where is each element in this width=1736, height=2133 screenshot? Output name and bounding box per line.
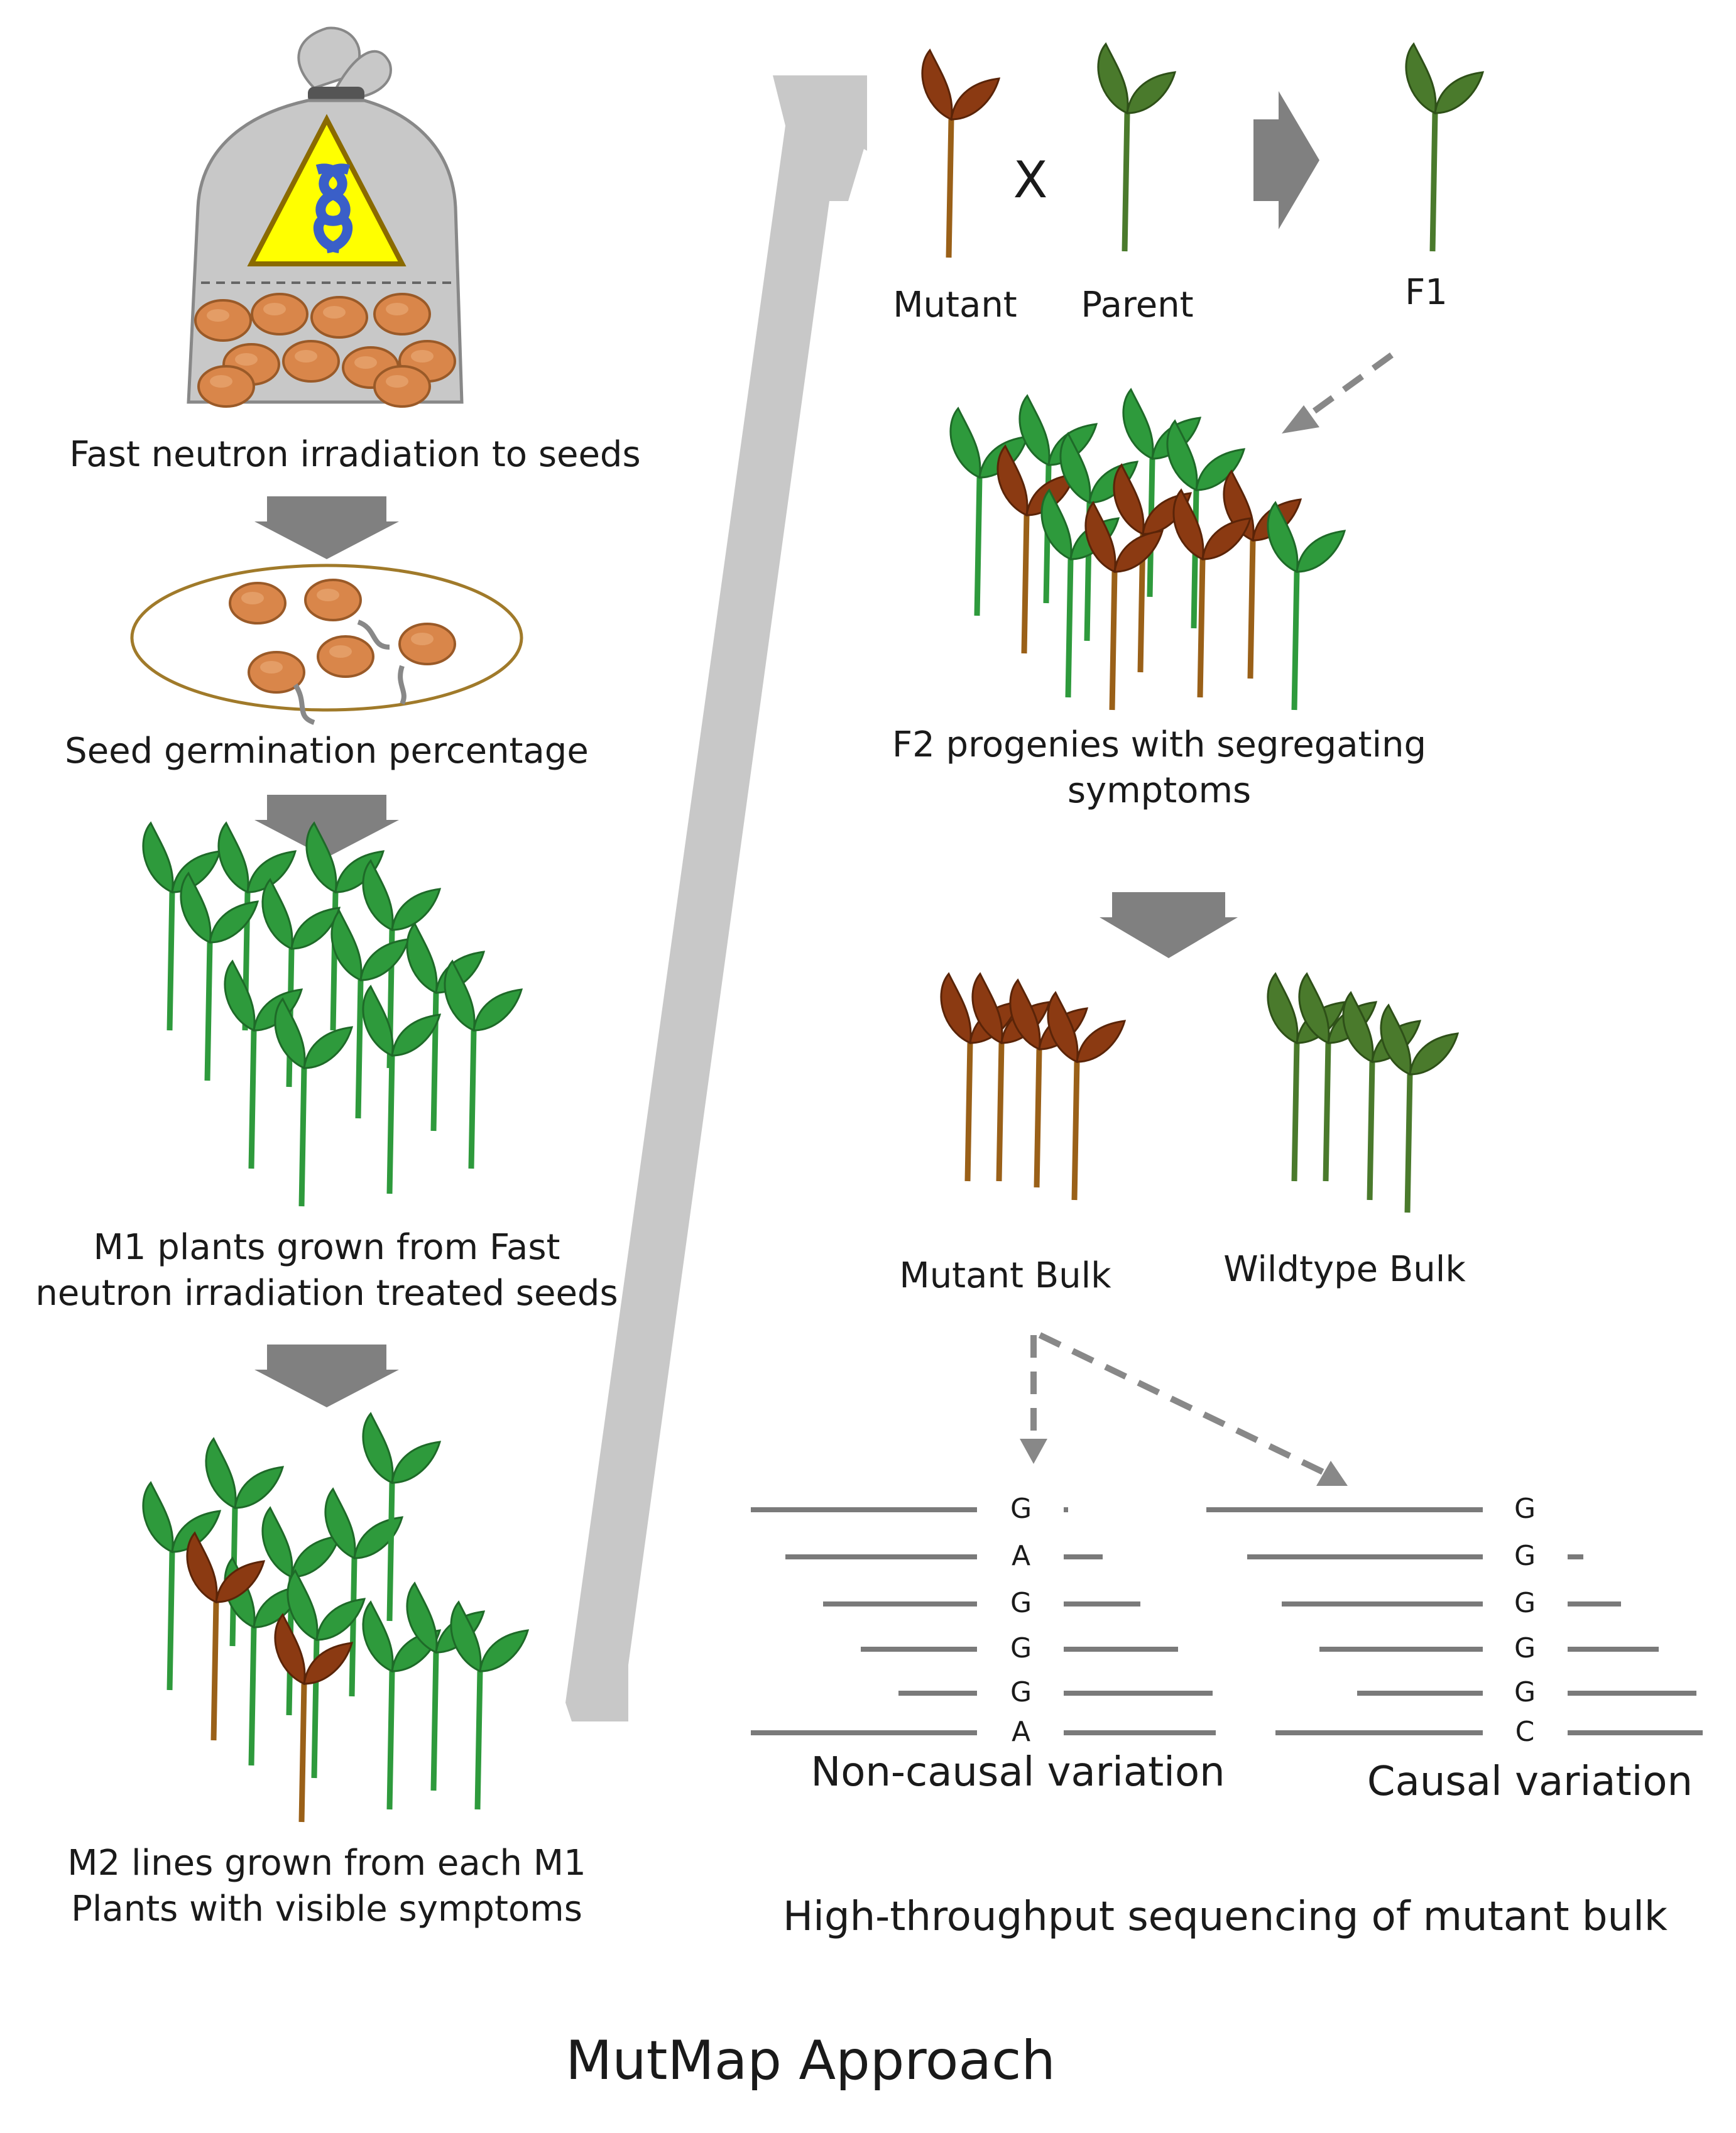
figure-title: MutMap Approach [565,2029,1056,2092]
down-arrow-2 [254,795,399,858]
wildtype-bulk-label: Wildtype Bulk [1223,1249,1466,1290]
sequencing-caption: High-throughput sequencing of mutant bul… [783,1894,1668,1940]
germination-dish-icon [130,564,523,725]
m2-lines-icon [143,1414,528,1822]
causal-base-4: G [1514,1632,1536,1664]
causal-base-2: G [1514,1540,1536,1572]
reads-causal [1206,1507,1703,1735]
step4-line1: M2 lines grown from each M1 [67,1843,586,1884]
parent-label: Parent [1081,285,1194,325]
mutant-bulk-icon [941,974,1125,1200]
f2-label: F2 progenies with segregating symptoms [817,723,1502,814]
step3-label: M1 plants grown from Fast neutron irradi… [0,1225,653,1317]
down-arrow-1 [254,496,399,559]
noncausal-base-2: A [1011,1540,1031,1572]
right-arrow [1253,91,1319,229]
f2-line2: symptoms [1067,770,1252,811]
noncausal-base-1: G [1010,1493,1032,1525]
mutant-label: Mutant [893,285,1017,325]
f2-progeny-icon [951,390,1345,710]
step3-line2: neutron irradiation treated seeds [35,1272,618,1314]
causal-base-1: G [1514,1493,1536,1525]
seed-bag-icon [187,26,464,408]
step1-label: Fast neutron irradiation to seeds [13,432,697,478]
m1-plants-icon [143,823,521,1206]
down-arrow-4 [1100,892,1238,958]
mutant-plant-icon [922,50,999,258]
step4-line2: Plants with visible symptoms [71,1888,582,1929]
noncausal-caption: Non-causal variation [811,1749,1225,1796]
step1-line1: Fast neutron irradiation to seeds [69,434,641,475]
noncausal-base-6: A [1011,1716,1031,1748]
mutant-bulk-label: Mutant Bulk [899,1255,1111,1296]
noncausal-base-4: G [1010,1632,1032,1664]
dashed-arrows-to-reads [1020,1332,1348,1486]
down-arrow-3 [254,1345,399,1407]
f1-plant-icon [1406,44,1483,251]
noncausal-base-5: G [1010,1676,1032,1708]
step4-label: M2 lines grown from each M1 Plants with … [0,1841,653,1933]
reads-noncausal [751,1507,1216,1735]
flow-arrow [565,75,867,1721]
noncausal-base-3: G [1010,1587,1032,1619]
causal-base-6: C [1515,1716,1535,1748]
causal-base-5: G [1514,1676,1536,1708]
step2-line1: Seed germination percentage [65,731,589,772]
causal-base-3: G [1514,1587,1536,1619]
dashed-arrow-f1-f2 [1282,352,1394,434]
f2-line1: F2 progenies with segregating [892,724,1427,765]
wildtype-bulk-icon [1268,974,1458,1213]
f1-label: F1 [1405,272,1448,313]
cross-symbol: X [1013,151,1048,209]
step2-label: Seed germination percentage [0,729,653,775]
causal-caption: Causal variation [1367,1759,1693,1805]
step3-line1: M1 plants grown from Fast [93,1227,560,1268]
parent-plant-icon [1098,44,1175,251]
